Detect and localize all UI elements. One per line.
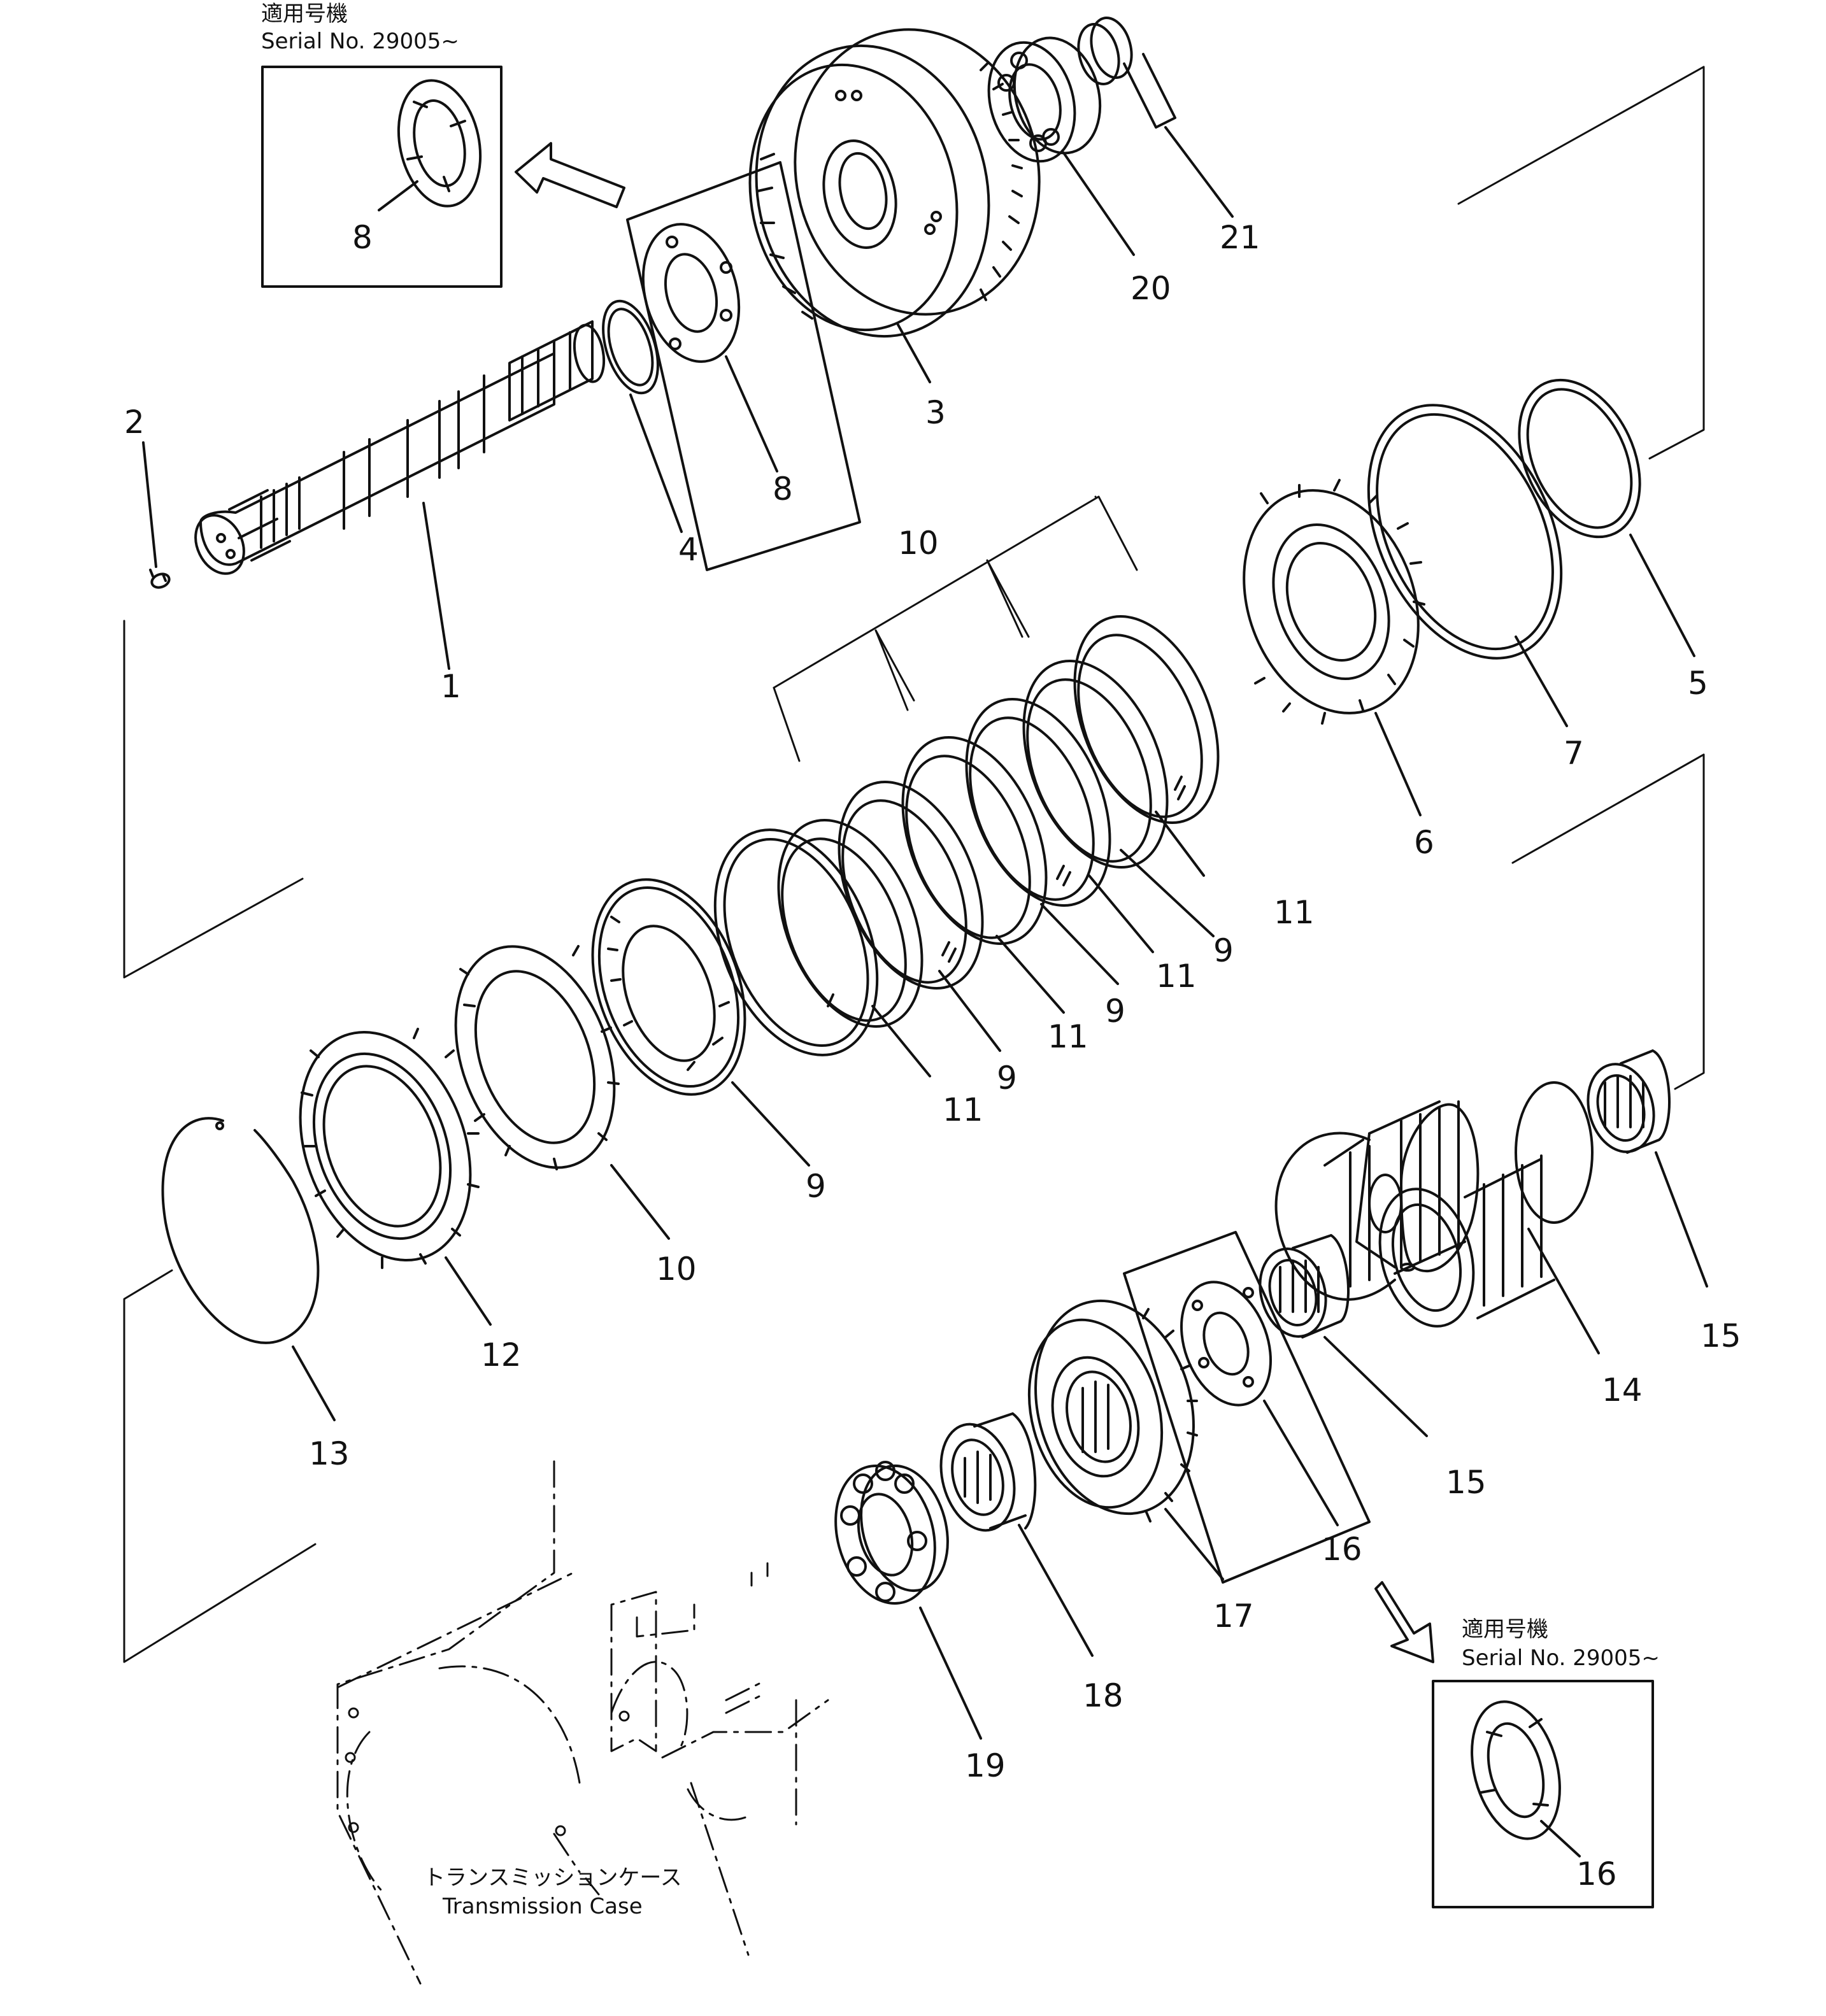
callout-9-b: 9 [1105,993,1125,1030]
callout-9-c: 9 [997,1060,1017,1097]
part-7-ring [1367,404,1563,660]
callout-16: 16 [1322,1531,1362,1568]
callout-15-b: 15 [1446,1464,1487,1501]
callout-12: 12 [481,1337,522,1374]
callout-6: 6 [1414,824,1434,861]
part-12-end-plate [299,1028,480,1269]
part-15-needle-bearing-left [1259,1234,1350,1338]
callout-3: 3 [925,394,946,431]
inset-top-title: 適用号機 [261,1,348,27]
callout-4: 4 [678,531,699,568]
part-18-needle-bearing [939,1412,1037,1532]
part-16-thrust-washer [1123,1231,1371,1584]
part-13-snap-ring [161,1117,320,1344]
part-6-piston-plate [1243,479,1425,725]
clutch-disc-stack [713,614,1220,1056]
inset-bottom-part-label: 16 [1576,1856,1617,1892]
callout-7: 7 [1564,735,1584,772]
arrow-to-bottom-inset [1374,1581,1434,1663]
inset-top-thrust-washer [397,79,482,208]
part-10-steel-plate-front [454,945,620,1170]
callout-10-top: 10 [898,525,939,562]
callout-17: 17 [1213,1598,1254,1635]
case-label-jp: トランスミッションケース [424,1865,682,1891]
part-1-input-shaft [194,320,606,575]
callout-15-a: 15 [1701,1317,1741,1354]
callout-14: 14 [1602,1372,1643,1409]
callout-11-d: 11 [943,1091,983,1128]
part-2-plug [149,569,171,589]
callout-18: 18 [1083,1677,1123,1714]
part-8-thrust-washer [626,161,861,571]
part-20-ball-bearing [987,36,1102,163]
inset-bottom-serial: Serial No. 29005~ [1462,1645,1660,1671]
part-19-ball-bearing [834,1461,949,1605]
part-17-gear [1027,1299,1198,1523]
part-14-hub-body [1378,1081,1594,1328]
callout-9-a: 9 [1213,932,1234,969]
inset-top-left: 適用号機 Serial No. 29005~ 8 [261,1,503,288]
callout-19: 19 [965,1747,1006,1784]
callout-1: 1 [441,668,461,705]
inset-top-part-label: 8 [352,219,373,256]
callout-21: 21 [1220,219,1260,256]
callout-11-a: 11 [1274,894,1315,931]
inset-bottom-right: 適用号機 Serial No. 29005~ 16 [1432,1617,1660,1908]
arrow-to-top-inset [515,142,625,208]
inset-bottom-thrust-washer [1471,1700,1561,1840]
transmission-case [336,1460,829,1985]
callout-9-d: 9 [806,1168,826,1205]
case-holes [345,1707,630,1836]
callout-20: 20 [1131,270,1171,307]
callout-5: 5 [1688,665,1708,702]
part-3-clutch-drum [748,28,1041,338]
callout-10: 10 [656,1251,697,1288]
part-21-snap-ring [1077,16,1176,129]
callout-2: 2 [124,404,145,441]
callout-11-b: 11 [1156,958,1197,995]
case-label-en: Transmission Case [442,1894,643,1919]
inset-top-serial: Serial No. 29005~ [261,29,459,54]
part-9-friction-plate-front [591,878,746,1096]
part-15-needle-bearing-right [1587,1049,1671,1154]
inset-bottom-title: 適用号機 [1462,1617,1548,1642]
callout-13: 13 [309,1435,350,1472]
part-5-ring [1518,378,1641,539]
callout-11-c: 11 [1048,1018,1088,1055]
callout-8: 8 [773,471,793,508]
